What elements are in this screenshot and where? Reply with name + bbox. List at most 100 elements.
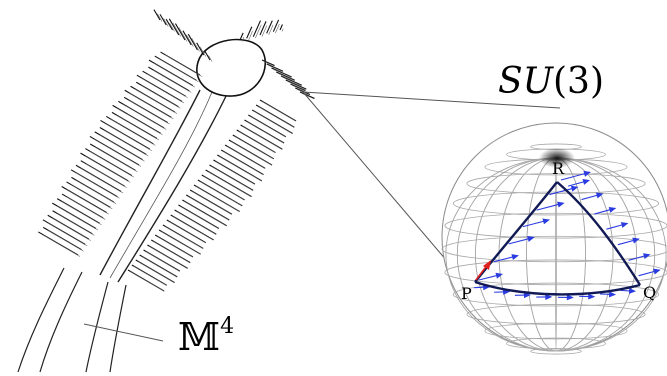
bristle	[301, 93, 314, 100]
bristle	[246, 26, 253, 39]
vector-arrow	[606, 223, 625, 230]
vector-arrowhead	[545, 293, 553, 300]
vector-arrow	[581, 194, 600, 201]
connector-line-bottom	[302, 91, 471, 289]
bristle	[266, 63, 284, 72]
bristle	[191, 191, 232, 215]
bristle	[153, 62, 195, 88]
bristle	[186, 34, 194, 47]
bristle	[52, 218, 91, 241]
bristle	[191, 38, 200, 52]
bristle	[268, 24, 274, 35]
bristle	[238, 131, 276, 153]
transported-vector-field	[474, 170, 661, 301]
bristle	[281, 28, 284, 32]
bristle	[104, 130, 149, 157]
bristle	[242, 126, 282, 150]
bristle	[266, 20, 273, 34]
latitude-line	[466, 173, 646, 194]
bristle	[226, 146, 265, 169]
bristle	[42, 234, 81, 257]
bristle	[153, 9, 161, 21]
bristle	[122, 104, 167, 130]
bristle	[268, 65, 283, 72]
vector-arrow	[536, 203, 561, 211]
bristle	[178, 27, 188, 42]
bristle	[199, 181, 242, 207]
connector-lines	[83, 91, 561, 342]
bristle	[239, 32, 244, 41]
bristle	[285, 79, 307, 90]
geodesic-triangle	[474, 181, 642, 296]
bristle	[129, 93, 174, 120]
vector-arrow	[594, 208, 613, 215]
bristle	[252, 20, 261, 37]
bristle	[129, 271, 164, 292]
bristle	[263, 61, 274, 67]
vector-arrowhead	[608, 291, 617, 298]
bristle	[66, 189, 109, 215]
point-label-p: P	[461, 284, 472, 303]
bristle	[208, 55, 213, 62]
bristle	[182, 30, 192, 46]
bristle	[47, 222, 88, 247]
bristle	[57, 213, 95, 236]
manifold-label: 𝕄4	[178, 315, 234, 359]
bristle	[128, 100, 170, 125]
bristle	[110, 119, 156, 146]
latitude-line	[444, 212, 667, 239]
bristle	[176, 211, 216, 235]
bristle	[89, 151, 134, 178]
vector-arrowhead	[527, 236, 535, 242]
vector-arrow	[638, 270, 657, 277]
vector-arrow	[522, 220, 547, 228]
vector-arrowhead	[582, 179, 591, 185]
bristle	[174, 23, 186, 41]
bristle	[141, 77, 185, 104]
bristle	[271, 67, 292, 78]
bristle	[117, 108, 163, 135]
vector-arrowhead	[643, 253, 651, 260]
vector-arrowhead	[632, 237, 640, 244]
bristle	[259, 21, 267, 36]
vector-arrowhead	[588, 293, 596, 300]
manifold-symbol: 𝕄	[178, 315, 221, 359]
bristle	[261, 25, 268, 37]
vector-arrowhead	[542, 218, 550, 225]
bristle	[230, 141, 272, 166]
bristle	[211, 166, 253, 191]
bristle	[272, 19, 280, 32]
latitude-line	[441, 235, 667, 263]
bristle	[195, 186, 240, 212]
bristle	[94, 146, 138, 173]
bristle	[172, 216, 214, 241]
vector-arrow	[549, 187, 575, 196]
bristle	[280, 75, 303, 86]
bristle	[254, 111, 293, 134]
vector-arrowhead	[620, 222, 629, 228]
vector-arrowhead	[557, 201, 565, 208]
vector-arrow	[628, 254, 647, 261]
bristle	[164, 54, 203, 77]
point-label-q: Q	[643, 283, 657, 302]
vector-arrow	[493, 255, 516, 263]
latitude-line	[452, 191, 660, 216]
bristle	[152, 69, 192, 93]
bristle	[188, 196, 229, 221]
bristle	[159, 58, 199, 83]
bristle	[215, 161, 255, 185]
vector-arrowhead	[653, 268, 661, 275]
bristle	[153, 241, 190, 263]
bristle	[47, 230, 84, 252]
bristle	[219, 156, 262, 182]
group-label: SU(3)	[498, 64, 604, 100]
point-label-r: R	[552, 159, 565, 178]
bristle	[299, 91, 315, 99]
path-p-to-q	[474, 280, 641, 296]
vector-arrow	[478, 274, 500, 281]
bristle	[279, 24, 283, 31]
bristle	[204, 51, 211, 61]
bristle	[61, 201, 102, 225]
